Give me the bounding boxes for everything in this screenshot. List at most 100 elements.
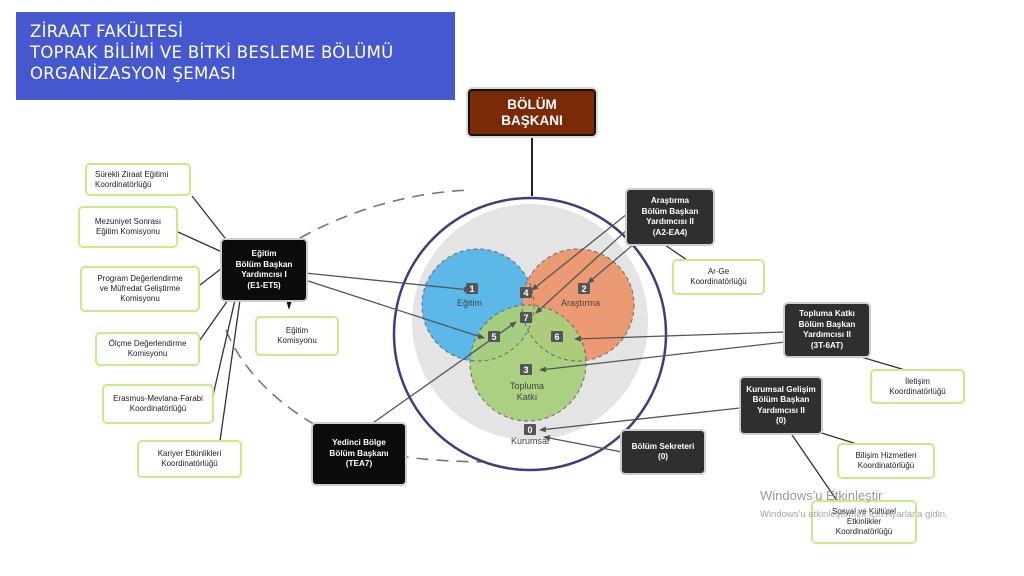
activation-watermark-subtitle: Windows'u etkinleştirmek için Ayarlar'a … — [760, 509, 948, 520]
mezuniyet-l1: Mezuniyet Sonrası — [94, 217, 162, 226]
topluma-label-2: Katkı — [517, 392, 538, 402]
line-sosyal — [789, 431, 841, 506]
arastirma-yrd-l1: Araştırma — [650, 196, 690, 205]
arastirma-yrd-l4: (A2-EA4) — [652, 227, 688, 237]
egitim-kom-l1: Eğitim — [285, 326, 309, 335]
badge-7-text: 7 — [523, 313, 528, 323]
badge-6-text: 6 — [554, 332, 559, 342]
iletisim-box: İletişim Koordinatörlüğü — [870, 369, 965, 404]
erasmus-box: Erasmus-Mevlana-Farabi Koordinatörlüğü — [102, 384, 214, 424]
badge-0: 0 — [524, 424, 536, 435]
olcme-l1: Ölçme Değerlendirme — [108, 339, 187, 348]
arrow-egitim-komisyonu — [286, 300, 292, 310]
arge-box: Ar-Ge Koordinatörlüğü — [672, 259, 765, 295]
line-bilisim — [811, 429, 861, 446]
bilisim-l1: Bilişim Hizmetleri — [855, 451, 917, 460]
egitim-komisyonu-box: Eğitim Komisyonu — [255, 316, 339, 356]
badge-7: 7 — [520, 312, 532, 323]
bolum-baskani-box: BÖLÜM BAŞKANI — [468, 89, 596, 136]
olcme-degerlendirme-box: Ölçme Değerlendirme Komisyonu — [95, 332, 200, 366]
kurumsal-gelisim-yardimcisi-box: Kurumsal Gelişim Bölüm Başkan Yardımcısı… — [741, 378, 821, 433]
yedinci-l3: (TEA7) — [345, 459, 373, 469]
surekli-l2: Koordinatörlüğü — [95, 179, 152, 189]
sosyal-l1: Sosyal ve Kültürel — [831, 507, 897, 516]
title-line-3: ORGANİZASYON ŞEMASI — [30, 64, 237, 83]
arrow-topluma-to-3 — [539, 341, 786, 373]
topluma-label-1: Topluma — [510, 381, 544, 391]
sekreter-l1: Bölüm Sekreteri — [631, 441, 695, 451]
kurumsal-yrd-l3: Yardımcısı II — [757, 405, 805, 415]
egitim-yrd-l3: Yardımcısı I — [241, 270, 287, 279]
line-surekli — [191, 195, 233, 248]
title-line-2: TOPRAK BİLİMİ VE BİTKİ BESLEME BÖLÜMÜ — [30, 43, 394, 62]
topluma-yrd-l3: Yardımcısı II — [803, 330, 851, 339]
line-kariyer — [217, 299, 241, 456]
kurumsal-label: Kurumsal — [511, 436, 549, 446]
kurumsal-yrd-l2: Bölüm Başkan — [752, 395, 810, 404]
egitim-yardimcisi-box: Eğitim Bölüm Başkan Yardımcısı I (E1-ET5… — [222, 240, 306, 300]
badge-4: 4 — [520, 287, 532, 298]
line-olcme — [199, 299, 229, 341]
program-degerlendirme-box: Program Değerlendirme ve Müfredat Gelişt… — [80, 266, 200, 312]
egitim-yrd-l2: Bölüm Başkan — [235, 259, 293, 269]
sosyal-l3: Koordinatörlüğü — [835, 527, 893, 536]
surekli-egitim-box: Sürekli Ziraat Eğitimi Koordinatörlüğü — [85, 163, 191, 196]
erasmus-l1: Erasmus-Mevlana-Farabi — [113, 394, 203, 403]
arrow-arastirma-to-7 — [535, 217, 641, 314]
kariyer-box: Kariyer Etkinlikleri Koordinatörlüğü — [137, 440, 242, 478]
erasmus-l2: Koordinatörlüğü — [129, 404, 187, 413]
mezuniyet-l2: Eğitim Komisyonu — [95, 227, 161, 236]
egitim-yrd-l1: Eğitim — [251, 249, 277, 258]
head-line-2: BAŞKANI — [501, 113, 563, 128]
topluma-yrd-l4: (3T-6AT) — [810, 340, 844, 350]
kurumsal-yrd-l1: Kurumsal Gelişim — [746, 384, 816, 394]
arrow-topluma-to-6 — [574, 331, 786, 342]
badge-1: 1 — [466, 283, 478, 294]
badge-2-text: 2 — [581, 284, 586, 294]
badge-3: 3 — [520, 364, 532, 375]
arrow-sekreter-to-kurumsal — [543, 435, 623, 453]
badge-2: 2 — [578, 283, 590, 294]
badge-3-text: 3 — [523, 365, 528, 375]
bilisim-box: Bilişim Hizmetleri Koordinatörlüğü — [837, 443, 935, 479]
line-program — [199, 267, 223, 286]
arge-l1: Ar-Ge — [707, 267, 730, 276]
iletisim-l1: İletişim — [905, 376, 930, 386]
arastirma-label: Araştırma — [561, 298, 600, 308]
yedinci-l2: Bölüm Başkanı — [329, 448, 389, 458]
arrow-egitim-to-5 — [304, 279, 485, 340]
program-l3: Komisyonu — [120, 294, 160, 303]
arastirma-yrd-l2: Bölüm Başkan — [641, 206, 699, 216]
arrow-kurumsal-to-0 — [539, 407, 741, 433]
sekreter-l2: (0) — [657, 452, 668, 461]
line-arge — [661, 242, 691, 263]
sosyal-kulturel-box: Sosyal ve Kültürel Etkinlikler Koordinat… — [811, 500, 917, 544]
activation-watermark-title: Windows'u Etkinleştir — [760, 488, 883, 503]
dashed-ellipse — [299, 189, 471, 239]
topluma-yrd-l2: Bölüm Başkan — [798, 319, 856, 329]
egitim-label: Eğitim — [457, 298, 482, 308]
egitim-circle-dash — [421, 248, 535, 362]
head-line-1: BÖLÜM — [507, 97, 557, 112]
topluma-circle-dash — [469, 304, 587, 422]
badge-1-text: 1 — [469, 284, 474, 294]
badge-0-text: 0 — [527, 425, 532, 435]
program-l1: Program Değerlendirme — [97, 274, 183, 283]
egitim-kom-l2: Komisyonu — [277, 336, 317, 345]
surekli-l1: Sürekli Ziraat Eğitimi — [95, 169, 169, 179]
badge-5-text: 5 — [491, 332, 496, 342]
line-erasmus — [211, 299, 236, 401]
arastirma-yardimcisi-box: Araştırma Bölüm Başkan Yardımcısı II (A2… — [627, 190, 713, 244]
badge-6: 6 — [551, 331, 563, 342]
bilisim-l2: Koordinatörlüğü — [857, 461, 915, 470]
topluma-yrd-l1: Topluma Katkı — [799, 309, 855, 318]
arastirma-yrd-l3: Yardımcısı II — [646, 217, 694, 226]
arge-l2: Koordinatörlüğü — [690, 277, 747, 286]
mezuniyet-sonrasi-box: Mezuniyet Sonrası Eğitim Komisyonu — [78, 206, 178, 248]
kariyer-l2: Koordinatörlüğü — [161, 459, 218, 468]
title-line-1: ZİRAAT FAKÜLTESİ — [30, 22, 184, 41]
sosyal-l2: Etkinlikler — [846, 517, 882, 526]
arrow-arastirma-to-4 — [531, 209, 633, 291]
